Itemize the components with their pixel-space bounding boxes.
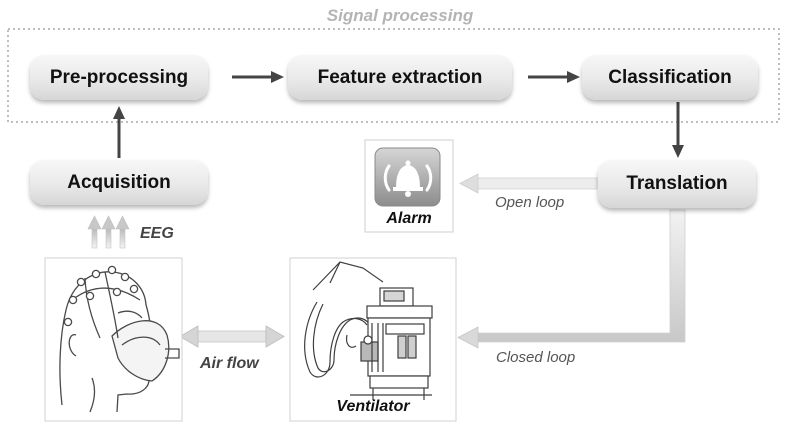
translation-node: Translation bbox=[598, 160, 756, 208]
arrow-acquisition-to-preprocessing bbox=[113, 106, 125, 158]
feature-extraction-node: Feature extraction bbox=[288, 55, 512, 100]
signal-processing-title: Signal processing bbox=[326, 6, 474, 25]
ventilator-illustration bbox=[304, 261, 433, 400]
eeg-label: EEG bbox=[140, 225, 174, 242]
arrow-preprocessing-to-feature bbox=[232, 71, 284, 83]
patient-head-illustration bbox=[59, 265, 180, 413]
closed-loop-label: Closed loop bbox=[496, 349, 576, 366]
arrow-air-flow bbox=[179, 325, 285, 348]
signal-processing-group bbox=[7, 28, 780, 123]
arrow-classification-to-translation bbox=[672, 102, 684, 158]
air-flow-label: Air flow bbox=[200, 355, 259, 372]
acquisition-node: Acquisition bbox=[30, 160, 208, 205]
alarm-label: Alarm bbox=[386, 210, 432, 227]
ventilator-label: Ventilator bbox=[336, 398, 410, 415]
open-loop-label: Open loop bbox=[495, 194, 565, 211]
arrow-open-loop bbox=[459, 173, 598, 194]
alarm-bell-icon bbox=[374, 147, 441, 207]
preprocessing-node: Pre-processing bbox=[30, 55, 208, 100]
classification-node: Classification bbox=[582, 55, 758, 100]
arrow-feature-to-classification bbox=[528, 71, 580, 83]
arrow-closed-loop bbox=[457, 209, 686, 349]
eeg-arrows bbox=[87, 215, 130, 249]
